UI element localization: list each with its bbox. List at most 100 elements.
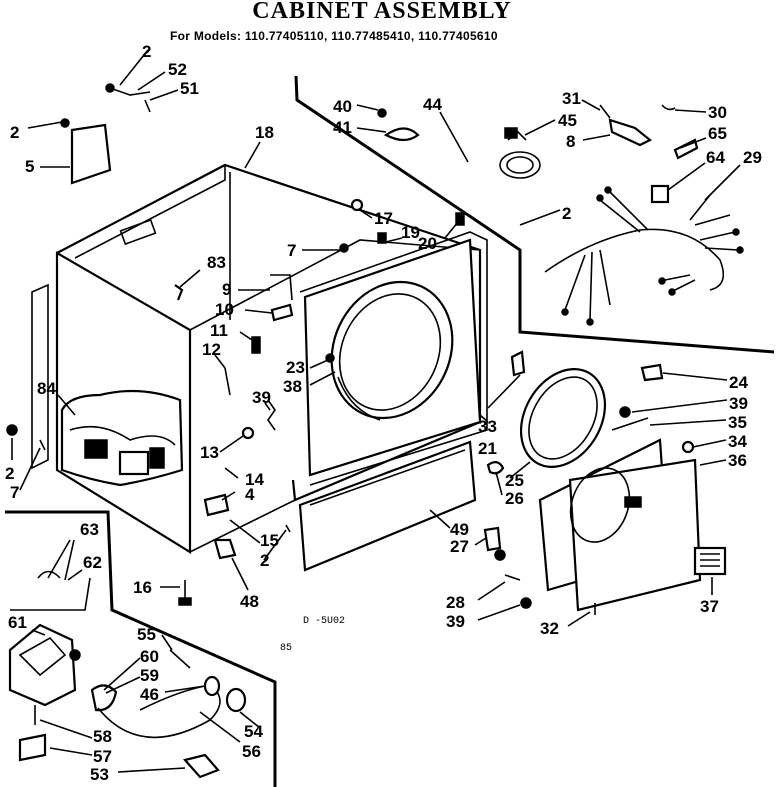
- label-15: 15: [260, 531, 279, 550]
- idler-pulley-part-54: [225, 687, 247, 713]
- screw-part-11: [251, 336, 261, 354]
- label-39: 39: [252, 388, 271, 407]
- label-27: 27: [450, 537, 469, 556]
- washer-part-46: [203, 675, 221, 697]
- label-21: 21: [478, 439, 497, 458]
- screw-part-83: [174, 284, 184, 301]
- door-assembly-part-36: [538, 438, 702, 612]
- plug-part-17: [350, 198, 364, 212]
- diagram-title: CABINET ASSEMBLY: [252, 0, 512, 24]
- belt-part-56: [97, 684, 221, 739]
- label-29: 29: [743, 148, 762, 167]
- spring-part-12: [224, 367, 231, 396]
- label-56: 56: [242, 742, 261, 761]
- clip-part-63: [37, 569, 83, 581]
- bracket-part-9: [270, 274, 293, 301]
- label-19: 19: [401, 223, 420, 242]
- label-84: 84: [37, 379, 56, 398]
- label-46: 46: [140, 685, 159, 704]
- label-2: 2: [260, 551, 269, 570]
- label-24: 24: [729, 373, 748, 392]
- label-36: 36: [728, 451, 747, 470]
- screw-part-2e: [285, 524, 291, 533]
- label-37: 37: [700, 597, 719, 616]
- spring-part-53: [182, 753, 220, 779]
- label-16: 16: [133, 578, 152, 597]
- label-2: 2: [5, 464, 14, 483]
- bracket-part-5: [70, 123, 112, 185]
- connector-part-65: [673, 138, 699, 160]
- page-reference: 85: [280, 643, 292, 654]
- label-30: 30: [708, 103, 727, 122]
- label-2: 2: [562, 204, 571, 223]
- cam-part-28: [504, 574, 521, 581]
- label-28: 28: [446, 593, 465, 612]
- label-34: 34: [728, 432, 747, 451]
- upper-right-section-border: [294, 75, 775, 354]
- bracket-part-52: [109, 87, 151, 96]
- label-11: 11: [210, 321, 228, 340]
- label-2: 2: [142, 42, 151, 61]
- label-4: 4: [245, 485, 255, 504]
- label-12: 12: [202, 340, 221, 359]
- label-7: 7: [287, 241, 296, 260]
- label-64: 64: [706, 148, 725, 167]
- label-48: 48: [240, 592, 259, 611]
- door-seal-part-25: [519, 368, 607, 468]
- label-61: 61: [8, 613, 27, 632]
- label-83: 83: [207, 253, 226, 272]
- screw-part-19: [377, 232, 387, 244]
- label-13: 13: [200, 443, 219, 462]
- strain-relief-part-64: [650, 184, 670, 204]
- part-number-labels: 2 52 51 2 5 18 40 41 44 45 31 8 30 65 64…: [5, 42, 762, 784]
- label-62: 62: [83, 553, 102, 572]
- wiring-harness-part-29: [544, 186, 744, 326]
- pad-part-39a: [267, 399, 276, 431]
- hinge-part-27: [483, 526, 502, 552]
- label-63: 63: [80, 520, 99, 539]
- front-panel-part-21: [299, 231, 488, 486]
- label-57: 57: [93, 747, 112, 766]
- label-23: 23: [286, 358, 305, 377]
- terminal-block-part-41: [383, 127, 420, 142]
- label-9: 9: [222, 280, 231, 299]
- screw-part-2d: [6, 424, 18, 436]
- label-44: 44: [423, 95, 442, 114]
- label-10: 10: [215, 300, 234, 319]
- label-40: 40: [333, 97, 352, 116]
- leader-lines: [10, 49, 741, 773]
- toe-panel-part-49: [298, 440, 477, 572]
- label-39: 39: [729, 394, 748, 413]
- label-33: 33: [478, 417, 497, 436]
- label-41: 41: [333, 118, 352, 137]
- label-53: 53: [90, 765, 109, 784]
- screw-part-40: [377, 108, 387, 118]
- hinge-part-26: [486, 461, 505, 475]
- terminal-part-8: [608, 118, 653, 147]
- label-59: 59: [140, 666, 159, 685]
- label-32: 32: [540, 619, 559, 638]
- label-55: 55: [137, 625, 156, 644]
- switch-part-33: [510, 350, 526, 377]
- label-20: 20: [418, 234, 437, 253]
- screw-part-7b: [39, 439, 46, 451]
- roller-part-48: [213, 538, 237, 560]
- label-54: 54: [244, 722, 263, 741]
- label-51: 51: [180, 79, 199, 98]
- idler-arm-part-55: [169, 649, 191, 669]
- label-7: 7: [10, 483, 19, 502]
- label-35: 35: [728, 413, 747, 432]
- motor-assembly-part-84: [60, 389, 184, 487]
- drive-motor-part-61: [8, 623, 81, 707]
- screw-part-39c: [520, 597, 532, 609]
- label-60: 60: [140, 647, 159, 666]
- lower-left-section-border: [5, 510, 277, 787]
- label-49: 49: [450, 520, 469, 539]
- label-18: 18: [255, 123, 274, 142]
- label-58: 58: [93, 727, 112, 746]
- label-45: 45: [558, 111, 577, 130]
- label-31: 31: [562, 89, 581, 108]
- screw-part-31: [599, 104, 611, 119]
- bracket-part-57: [18, 733, 47, 762]
